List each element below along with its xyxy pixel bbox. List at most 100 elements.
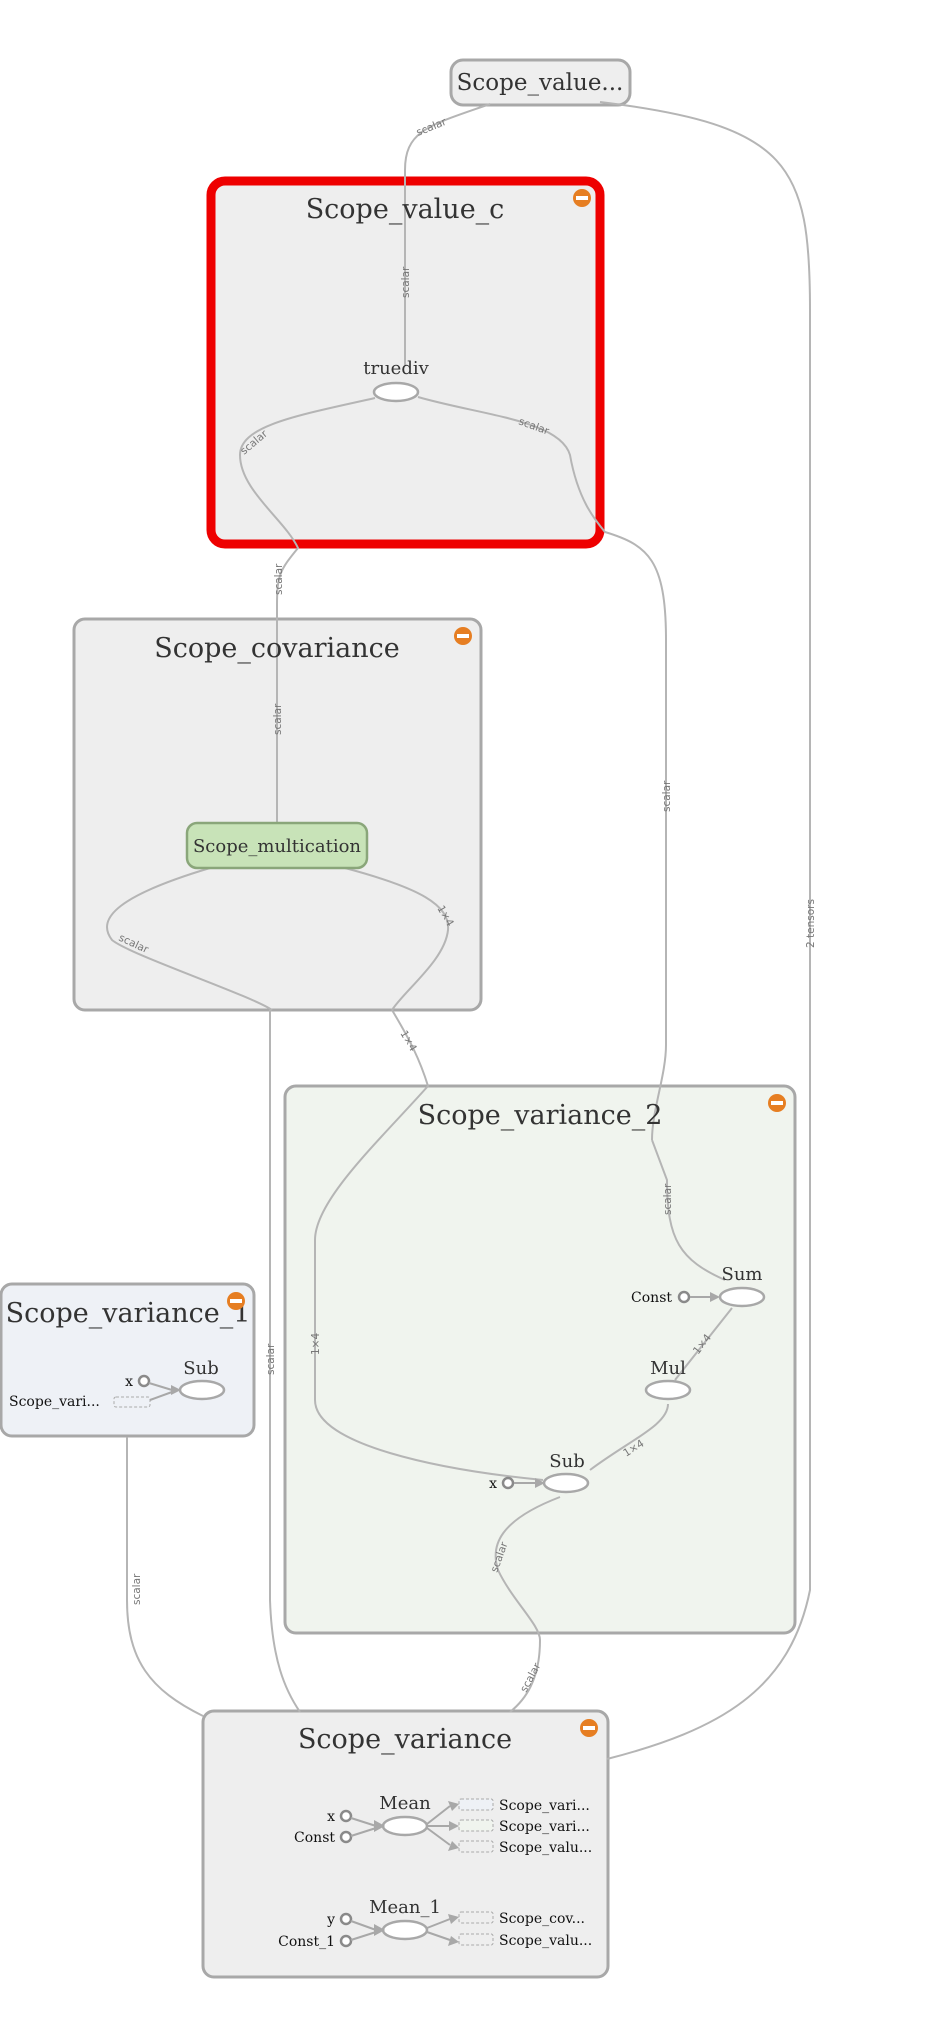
edge-label: scalar bbox=[273, 563, 285, 595]
edge-mult-right bbox=[344, 867, 450, 1011]
scope-variance-box[interactable] bbox=[201, 1709, 610, 1979]
scope-multication-label: Scope_multication bbox=[193, 836, 361, 857]
scope-value-c-title: Scope_value_c bbox=[306, 194, 505, 225]
sub-1-input-ref[interactable] bbox=[113, 1396, 151, 1408]
x-2-label: x bbox=[489, 1476, 497, 1492]
edge-label: scalar bbox=[265, 1343, 277, 1375]
mean-label: Mean bbox=[379, 1793, 431, 1814]
mean-1-out-2-label: Scope_valu... bbox=[499, 1933, 592, 1949]
sub-1-label: Sub bbox=[183, 1358, 218, 1379]
sub-1-node[interactable] bbox=[178, 1379, 226, 1401]
mean-out-1-ref[interactable] bbox=[458, 1798, 494, 1811]
mean-1-out-1-ref[interactable] bbox=[458, 1911, 494, 1924]
mean-out-2-label: Scope_vari... bbox=[499, 1819, 590, 1835]
scope-value-top-title: Scope_value... bbox=[457, 70, 624, 96]
scope-variance-2-box[interactable] bbox=[283, 1084, 797, 1635]
x-to-sub-1 bbox=[148, 1382, 173, 1391]
mean-1-const-node[interactable] bbox=[339, 1934, 353, 1948]
edge-mult-left bbox=[106, 867, 273, 1011]
edge-label: scalar bbox=[518, 1660, 544, 1694]
x-2-node[interactable] bbox=[501, 1476, 515, 1490]
sum-label: Sum bbox=[722, 1264, 763, 1285]
truediv-node[interactable] bbox=[372, 381, 420, 403]
edge-label: 1×4 bbox=[310, 1333, 322, 1355]
mean-out-1-label: Scope_vari... bbox=[499, 1798, 590, 1814]
mean-out bbox=[426, 1805, 451, 1846]
edge-sum-mul bbox=[674, 1307, 733, 1381]
arrow-head bbox=[448, 1936, 459, 1946]
edge-mul-sub bbox=[589, 1403, 669, 1471]
x-1-node[interactable] bbox=[137, 1374, 151, 1388]
arrow-head bbox=[374, 1924, 385, 1936]
collapse-icon[interactable] bbox=[573, 189, 591, 207]
mean-1-out-2-ref[interactable] bbox=[458, 1933, 494, 1946]
sub-2-label: Sub bbox=[549, 1451, 584, 1472]
edge-label: scalar bbox=[415, 116, 449, 139]
sub-1-input-label: Scope_vari... bbox=[9, 1394, 100, 1410]
mean-x-node[interactable] bbox=[339, 1809, 353, 1823]
edge-top-to-truediv bbox=[404, 103, 491, 365]
sub-2-node[interactable] bbox=[542, 1472, 590, 1494]
scope-covariance-title: Scope_covariance bbox=[154, 633, 400, 664]
edge-sub-down bbox=[494, 1496, 561, 1713]
arrow-head bbox=[448, 1914, 459, 1924]
scope-multication-box[interactable] bbox=[185, 821, 369, 870]
mean-out-3-label: Scope_valu... bbox=[499, 1840, 592, 1856]
edge-label: 1×4 bbox=[397, 1029, 419, 1054]
const-label: Const bbox=[631, 1290, 672, 1306]
mean-1-const-label: Const_1 bbox=[278, 1934, 335, 1950]
mean-1-label: Mean_1 bbox=[369, 1897, 441, 1918]
mean-out-2-ref[interactable] bbox=[458, 1819, 494, 1832]
mean-1-out-1-label: Scope_cov... bbox=[499, 1911, 585, 1927]
mean-1-in-y bbox=[350, 1920, 377, 1931]
edge-label: 2 tensors bbox=[805, 899, 817, 948]
arrow-head bbox=[448, 1841, 459, 1851]
arrow-head bbox=[535, 1478, 545, 1488]
mul-node[interactable] bbox=[644, 1379, 692, 1401]
arrow-head bbox=[171, 1385, 181, 1395]
scope-variance-1-title: Scope_variance_1 bbox=[6, 1298, 251, 1329]
collapse-icon[interactable] bbox=[454, 627, 472, 645]
mean-x-label: x bbox=[327, 1809, 335, 1825]
collapse-icon[interactable] bbox=[227, 1292, 245, 1310]
const-node[interactable] bbox=[677, 1290, 691, 1304]
mean-node[interactable] bbox=[381, 1815, 429, 1837]
mean-out-3-ref[interactable] bbox=[458, 1840, 494, 1853]
edge-var1-down bbox=[126, 1437, 204, 1717]
edge-truediv-right bbox=[417, 396, 667, 1141]
mean-1-node[interactable] bbox=[381, 1919, 429, 1941]
edge-label: scalar bbox=[661, 780, 673, 812]
scope-variance-2-title: Scope_variance_2 bbox=[418, 1100, 663, 1131]
edge-top-to-variance bbox=[599, 101, 811, 1760]
mean-1-out bbox=[426, 1918, 451, 1941]
mean-const-node[interactable] bbox=[339, 1830, 353, 1844]
edge-label: scalar bbox=[272, 703, 284, 735]
arrow-head bbox=[449, 1821, 459, 1831]
scope-value-top-box[interactable] bbox=[449, 58, 632, 107]
mean-const-label: Const bbox=[294, 1830, 335, 1846]
x-1-label: x bbox=[125, 1374, 133, 1390]
edge-truediv-left bbox=[238, 397, 376, 826]
collapse-icon[interactable] bbox=[768, 1094, 786, 1112]
ref-to-sub-1 bbox=[149, 1391, 173, 1401]
mean-1-in-const bbox=[350, 1931, 377, 1941]
scope-variance-title: Scope_variance bbox=[298, 1724, 512, 1755]
collapse-icon[interactable] bbox=[580, 1719, 598, 1737]
mean-in-x bbox=[350, 1817, 377, 1827]
mul-label: Mul bbox=[650, 1358, 686, 1379]
arrow-head bbox=[374, 1820, 385, 1832]
sum-node[interactable] bbox=[718, 1286, 766, 1308]
edge-label: scalar bbox=[400, 266, 412, 298]
mean-in-const bbox=[350, 1827, 377, 1837]
mean-1-y-node[interactable] bbox=[339, 1912, 353, 1926]
truediv-label: truediv bbox=[363, 358, 429, 379]
mean-1-y-label: y bbox=[326, 1912, 335, 1928]
edge-sum-up bbox=[651, 1139, 726, 1281]
edge-label: scalar bbox=[662, 1183, 674, 1215]
edge-label: scalar bbox=[131, 1573, 143, 1605]
arrow-head bbox=[448, 1801, 459, 1811]
edge-cov-to-var2 bbox=[314, 1009, 544, 1481]
arrow-head bbox=[710, 1292, 720, 1302]
edge-cov-down bbox=[269, 1010, 301, 1713]
